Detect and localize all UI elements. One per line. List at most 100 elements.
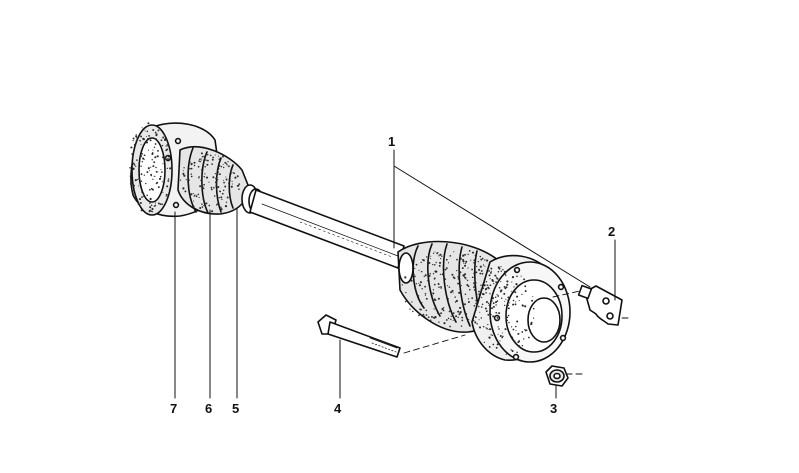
stipple-dot xyxy=(130,164,133,167)
stipple-dot xyxy=(433,308,435,310)
stipple-dot xyxy=(432,263,434,266)
stipple-dot xyxy=(472,319,475,322)
stipple-dot xyxy=(192,193,194,195)
stipple-dot xyxy=(492,343,495,346)
stipple-dot xyxy=(505,286,508,289)
stipple-dot xyxy=(225,201,228,203)
stipple-dot xyxy=(190,175,193,178)
stipple-dot xyxy=(496,282,499,284)
stipple-dot xyxy=(466,279,469,282)
stipple-dot xyxy=(197,165,200,168)
stipple-dot xyxy=(131,192,134,195)
stipple-dot xyxy=(496,317,499,319)
stipple-dot xyxy=(488,336,491,339)
stipple-dot xyxy=(480,284,482,286)
stipple-dot xyxy=(182,187,185,190)
stipple-dot xyxy=(475,299,478,302)
stipple-dot xyxy=(227,161,229,163)
stipple-dot xyxy=(195,195,198,198)
stipple-dot xyxy=(132,189,135,192)
stipple-dot xyxy=(135,165,137,167)
stipple-dot xyxy=(504,273,507,275)
stipple-dot xyxy=(151,152,154,156)
stipple-dot xyxy=(478,268,481,271)
stipple-dot xyxy=(147,149,149,151)
stipple-dot xyxy=(187,189,190,191)
stipple-dot xyxy=(454,301,457,303)
stipple-dot xyxy=(487,286,490,289)
stipple-dot xyxy=(432,292,435,295)
stipple-dot xyxy=(131,153,134,156)
stipple-dot xyxy=(167,180,170,182)
stipple-dot xyxy=(202,185,204,188)
stipple-dot xyxy=(155,133,158,136)
stipple-dot xyxy=(437,282,440,286)
stipple-dot xyxy=(465,260,468,263)
stipple-dot xyxy=(438,261,442,264)
stipple-dot xyxy=(422,313,425,316)
stipple-dot xyxy=(499,334,502,338)
stipple-dot xyxy=(194,194,196,196)
stipple-dot xyxy=(449,325,451,328)
stipple-dot xyxy=(201,159,203,161)
stipple-dot xyxy=(468,288,471,291)
stipple-dot xyxy=(136,159,138,161)
stipple-dot xyxy=(183,167,185,169)
stipple-dot xyxy=(202,162,205,165)
stipple-dot xyxy=(212,156,214,159)
stipple-dot xyxy=(462,254,465,257)
stipple-dot xyxy=(464,293,467,296)
stipple-dot xyxy=(515,283,517,285)
stipple-dot xyxy=(135,140,138,142)
callout-labels: 1 2 3 4 5 6 7 xyxy=(170,134,615,416)
stipple-dot xyxy=(486,259,489,262)
stipple-dot xyxy=(506,316,509,319)
stipple-dot xyxy=(441,255,443,257)
stipple-dot xyxy=(473,289,476,291)
stipple-dot xyxy=(220,196,223,199)
stipple-dot xyxy=(211,158,214,161)
stipple-dot xyxy=(146,171,149,174)
stipple-dot xyxy=(447,317,450,320)
stipple-dot xyxy=(475,293,478,296)
stipple-dot xyxy=(129,175,132,178)
stipple-dot xyxy=(197,193,200,196)
stipple-dot xyxy=(461,319,464,322)
stipple-dot xyxy=(464,253,466,255)
stipple-dot xyxy=(525,329,528,331)
stipple-dot xyxy=(498,312,501,314)
stipple-dot xyxy=(486,284,489,286)
stipple-dot xyxy=(205,159,207,161)
stipple-dot xyxy=(486,327,488,330)
stipple-dot xyxy=(435,305,437,307)
stipple-dot xyxy=(410,279,412,281)
stipple-dot xyxy=(404,300,407,303)
stipple-dot xyxy=(457,316,459,318)
stipple-dot xyxy=(142,192,145,195)
stipple-dot xyxy=(480,258,483,261)
stipple-dot xyxy=(161,181,163,183)
stipple-dot xyxy=(439,273,442,276)
stipple-dot xyxy=(409,308,411,310)
stipple-dot xyxy=(151,159,153,161)
stipple-dot xyxy=(230,172,232,175)
stipple-dot xyxy=(203,205,205,207)
stipple-dot xyxy=(463,304,465,306)
stipple-dot xyxy=(504,300,506,303)
stipple-dot xyxy=(420,270,423,273)
stipple-dot xyxy=(218,164,221,167)
stipple-dot xyxy=(161,156,164,159)
stipple-dot xyxy=(474,309,477,311)
stipple-dot xyxy=(512,328,515,331)
stipple-dot xyxy=(156,155,158,158)
stipple-dot xyxy=(497,312,499,314)
stipple-dot xyxy=(414,267,416,270)
stipple-dot xyxy=(198,160,200,162)
stipple-dot xyxy=(500,266,502,268)
stipple-dot xyxy=(167,178,170,180)
stipple-dot xyxy=(167,160,169,162)
stipple-dot xyxy=(487,267,489,269)
stipple-dot xyxy=(202,198,204,201)
stipple-dot xyxy=(462,274,465,277)
stipple-dot xyxy=(479,265,482,268)
